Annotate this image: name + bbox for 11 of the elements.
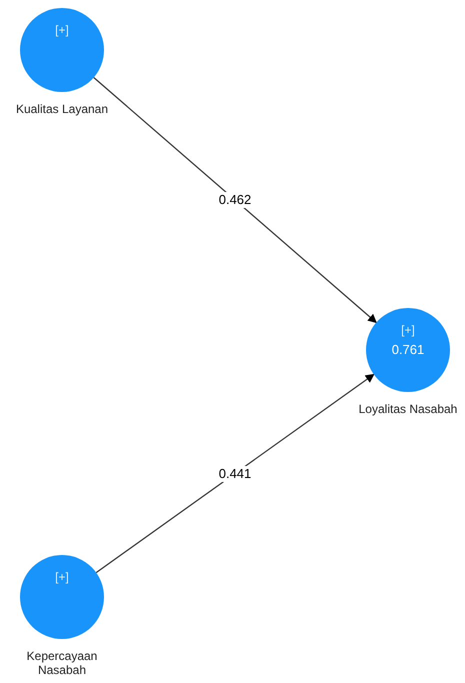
construct-name: Kepercayaan Nasabah (26, 649, 98, 677)
construct-name: Loyalitas Nasabah (358, 402, 458, 416)
construct-name: Kualitas Layanan (14, 102, 110, 116)
r-squared-value: 0.761 (392, 342, 424, 358)
arrow (93, 77, 377, 324)
edge-label: 0.441 (216, 466, 254, 482)
expand-marker: [+] (55, 22, 69, 38)
expand-marker: [+] (401, 322, 415, 338)
edge-label: 0.462 (216, 192, 254, 208)
arrow (96, 374, 375, 574)
expand-marker: [+] (55, 569, 69, 585)
